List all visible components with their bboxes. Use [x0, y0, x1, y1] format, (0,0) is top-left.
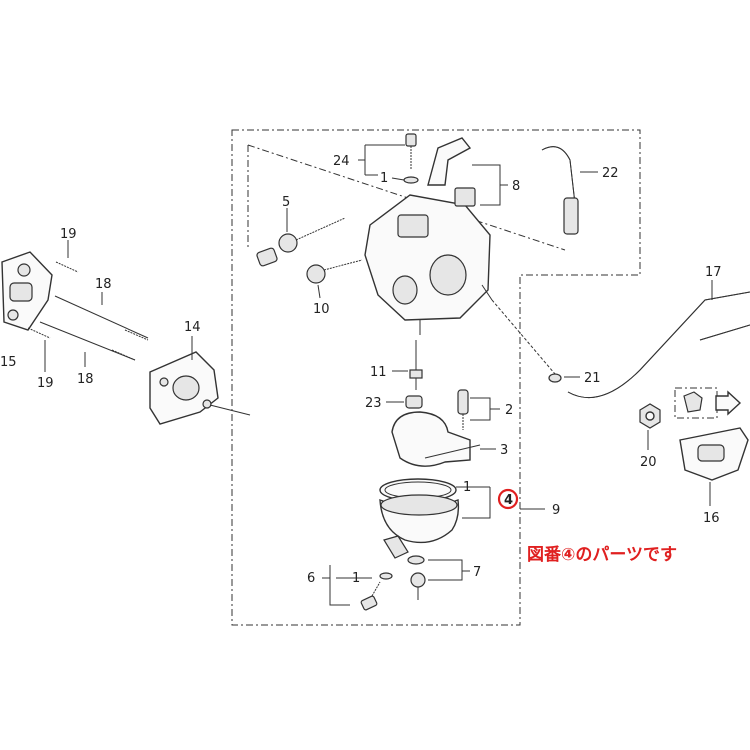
part-label-1-top: 1	[380, 171, 388, 186]
part-label-10: 10	[313, 302, 330, 317]
part-label-16: 16	[703, 511, 720, 526]
exhaust-gasket	[679, 427, 749, 481]
part-label-14: 14	[184, 320, 201, 335]
main-jet	[405, 395, 423, 409]
leader-lines	[44, 144, 713, 606]
pilot-screw	[256, 217, 346, 267]
part-label-9: 9	[552, 503, 560, 518]
intake-gasket-plate	[1, 251, 53, 331]
part-label-3: 3	[500, 443, 508, 458]
highlight-circle	[497, 488, 519, 510]
flange-nut	[639, 403, 661, 429]
stud-bolts	[39, 295, 149, 361]
part-label-22: 22	[602, 166, 619, 181]
bolt-19-upper	[55, 261, 79, 273]
insulator-plate	[149, 351, 219, 425]
washer-7	[407, 555, 425, 565]
screw-24	[405, 133, 417, 170]
breather-tube	[567, 291, 750, 399]
part-label-17: 17	[705, 265, 722, 280]
part-label-11: 11	[370, 365, 387, 380]
part-label-5: 5	[282, 195, 290, 210]
part-label-18-lower: 18	[77, 372, 94, 387]
carburetor-body	[364, 194, 493, 335]
part-label-20: 20	[640, 455, 657, 470]
main-nozzle	[409, 340, 423, 390]
float-needle	[457, 389, 469, 430]
part-label-1-mid: 1	[463, 480, 471, 495]
part-label-4: 4	[504, 493, 513, 508]
hose-clip	[548, 373, 562, 383]
view-box	[674, 387, 742, 419]
float	[391, 411, 481, 467]
part-label-19-lower: 19	[37, 376, 54, 391]
part-label-6: 6	[307, 571, 315, 586]
annotation-note: 図番④のパーツです	[527, 545, 678, 565]
drain-screw-6	[360, 572, 393, 611]
part-label-1-bottom: 1	[352, 571, 360, 586]
part-label-8: 8	[512, 179, 520, 194]
float-chamber-bowl	[379, 494, 460, 559]
part-label-15: 15	[0, 355, 17, 370]
part-label-2: 2	[505, 403, 513, 418]
part-label-24: 24	[333, 154, 350, 169]
drain-bolt	[410, 572, 426, 600]
throttle-stop-screw	[306, 259, 363, 284]
choke-lever	[427, 137, 476, 207]
washer-1-top	[403, 176, 419, 184]
fuel-tube	[541, 146, 579, 235]
part-labels: 24 1 8 22 5 10 11 23 2 3 1 4 9 7 6 1 21 …	[0, 154, 722, 586]
part-label-19-upper: 19	[60, 227, 77, 242]
bolt-19-lower	[27, 327, 51, 339]
part-label-21: 21	[584, 371, 601, 386]
part-label-18-upper: 18	[95, 277, 112, 292]
part-label-7: 7	[473, 565, 481, 580]
part-label-23: 23	[365, 396, 382, 411]
